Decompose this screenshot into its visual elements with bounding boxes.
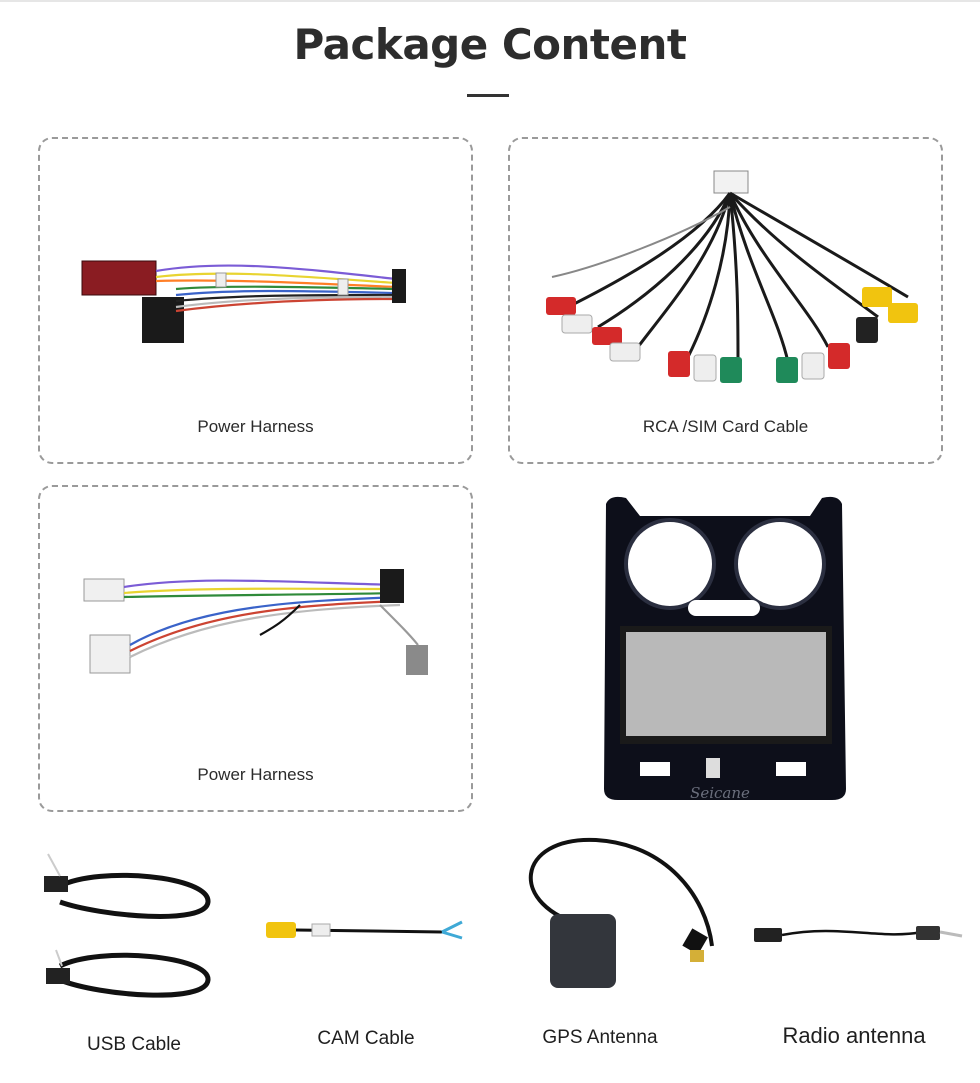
radio-antenna-label: Radio antenna xyxy=(782,1023,926,1048)
car-stereo-panel-image xyxy=(604,496,846,800)
page-title: Package Content xyxy=(293,20,687,69)
power-harness-2-label: Power Harness xyxy=(197,765,314,784)
power-harness-2-card: Power Harness xyxy=(38,485,473,812)
car-stereo-brand: Seicane xyxy=(690,784,750,802)
power-harness-label: Power Harness xyxy=(197,417,314,436)
cam-cable-image xyxy=(266,920,463,940)
rca-cable-image xyxy=(546,170,918,383)
radio-antenna-image xyxy=(754,926,963,942)
top-divider xyxy=(0,0,980,2)
cam-cable-label: CAM Cable xyxy=(317,1028,415,1049)
power-harness-2-image xyxy=(83,569,428,675)
power-harness-image xyxy=(81,260,406,343)
usb-cable-image xyxy=(44,853,211,998)
usb-cable-label: USB Cable xyxy=(87,1034,181,1055)
power-harness-card: Power Harness xyxy=(38,137,473,464)
gps-antenna-image xyxy=(529,837,714,988)
gps-antenna-label: GPS Antenna xyxy=(542,1027,658,1048)
title-underline xyxy=(467,94,509,97)
rca-sim-cable-card: RCA /SIM Card Cable xyxy=(508,137,943,464)
rca-sim-cable-label: RCA /SIM Card Cable xyxy=(642,417,809,436)
